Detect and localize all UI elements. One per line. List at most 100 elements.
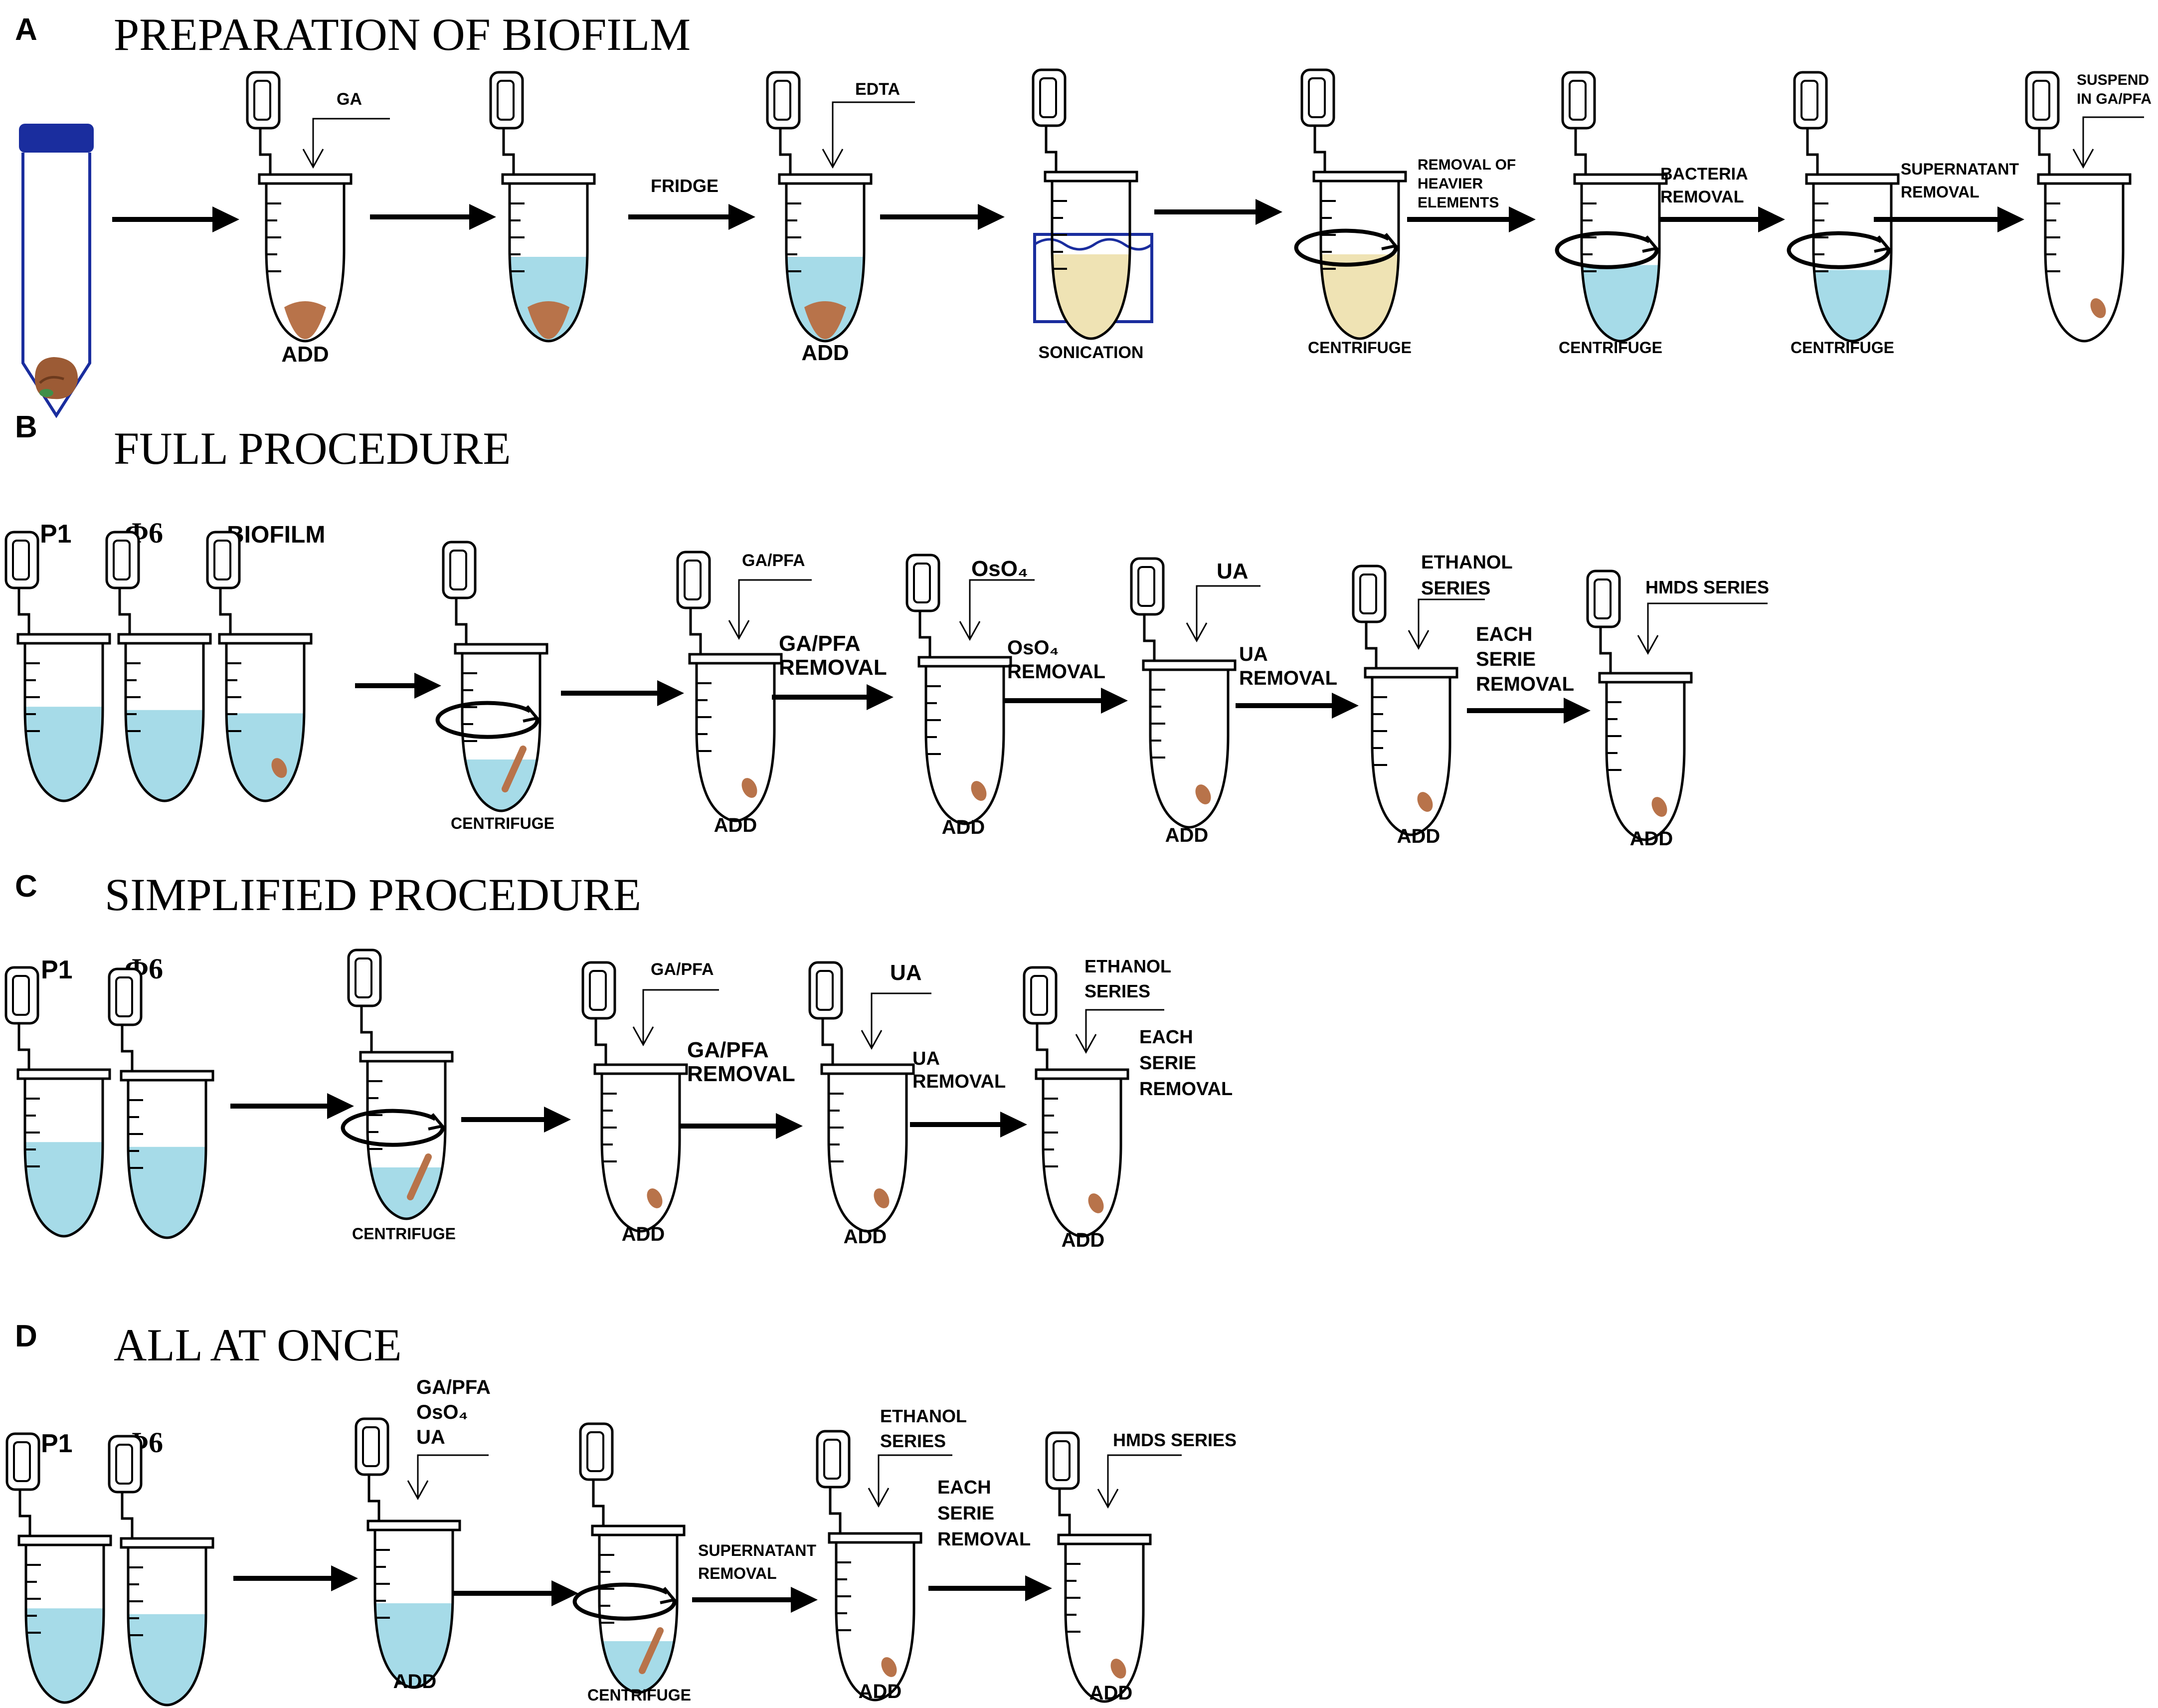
step-label-add: ADD — [1165, 824, 1209, 846]
step-label-bacteria-removal: REMOVAL — [1660, 188, 1744, 206]
process-arrow — [1154, 199, 1282, 225]
step-label-each-serie-removal: EACH — [1139, 1027, 1193, 1048]
reagent-pointer — [1408, 598, 1485, 650]
reagent-pointer — [822, 101, 915, 169]
panel-letter: C — [15, 869, 37, 904]
step-label-oso4-removal: OsO₄ — [1007, 637, 1059, 659]
step-label-add: ADD — [942, 816, 985, 838]
panel-letter: D — [15, 1319, 37, 1353]
step-label-add: ADD — [281, 342, 329, 367]
panel-title: SIMPLIFIED PROCEDURE — [105, 869, 641, 920]
step-label-ga-pfa-removal: GA/PFA — [779, 631, 861, 656]
pellet — [271, 758, 287, 778]
reagent-label-ethanol-series: SERIES — [1084, 981, 1150, 1001]
eppendorf-tube — [1352, 565, 1458, 836]
process-arrow — [1407, 206, 1536, 232]
panel-title: PREPARATION OF BIOFILM — [114, 9, 691, 60]
pellet — [284, 301, 326, 339]
step-label-centrifuge: CENTRIFUGE — [1559, 339, 1662, 357]
step-label-each-serie-removal: SERIE — [1139, 1053, 1196, 1074]
pellet — [647, 1188, 663, 1208]
step-label-removal-heavier: REMOVAL OF — [1418, 157, 1516, 173]
rotation-arrow-icon — [1294, 228, 1398, 267]
pellet — [639, 1627, 664, 1674]
step-label-ua-removal: UA — [912, 1048, 940, 1069]
step-label-removal-heavier: HEAVIER — [1418, 176, 1483, 192]
sample-label-biofilm: BIOFILM — [227, 522, 325, 548]
reagent-pointer — [1097, 1454, 1182, 1509]
sample-label-p1: P1 — [40, 520, 72, 549]
rotation-arrow-icon — [1555, 231, 1659, 269]
step-label-sonication: SONICATION — [1039, 343, 1144, 362]
eppendorf-tube — [5, 1432, 112, 1704]
process-arrow — [880, 204, 1005, 230]
pellet — [881, 1657, 897, 1677]
reagent-label-all-at-once: UA — [416, 1426, 445, 1448]
step-label-add: ADD — [1397, 825, 1440, 847]
process-arrow — [628, 204, 755, 230]
eppendorf-tube — [2025, 71, 2132, 343]
step-label-centrifuge: CENTRIFUGE — [352, 1225, 456, 1243]
reagent-label-ethanol-series: ETHANOL — [1421, 552, 1513, 573]
eppendorf-tube — [246, 71, 353, 343]
step-label-add: ADD — [1089, 1682, 1133, 1704]
process-arrow — [910, 1112, 1027, 1138]
reagent-pointer — [407, 1454, 489, 1501]
step-label-supernatant-removal: REMOVAL — [698, 1564, 777, 1582]
step-label-add: ADD — [714, 814, 757, 836]
eppendorf-tube — [1130, 557, 1237, 829]
step-label-add: ADD — [801, 341, 849, 365]
step-label-each-serie-removal: SERIE — [937, 1503, 994, 1524]
process-arrow — [928, 1575, 1052, 1601]
reagent-pointer — [959, 579, 1035, 641]
step-label-centrifuge: CENTRIFUGE — [587, 1686, 691, 1704]
eppendorf-tube — [1555, 71, 1668, 343]
reagent-label-ethanol-series: ETHANOL — [880, 1406, 967, 1426]
process-arrow — [692, 1587, 818, 1613]
step-label-supernatant-removal: REMOVAL — [1901, 183, 1979, 201]
eppendorf-tube — [355, 1417, 461, 1689]
reagent-label-ua: UA — [1217, 559, 1249, 583]
rotation-arrow-icon — [341, 1109, 445, 1147]
eppendorf-tube — [1023, 966, 1129, 1238]
reagent-pointer — [1186, 585, 1260, 643]
process-arrow — [772, 684, 894, 710]
step-label-supernatant-removal: SUPERNATANT — [1901, 160, 2019, 178]
reagent-label-ethanol-series: SERIES — [880, 1431, 946, 1451]
step-label-fridge: FRIDGE — [651, 176, 719, 196]
reagent-pointer — [1637, 602, 1768, 655]
panel-title: FULL PROCEDURE — [114, 423, 511, 474]
process-arrow — [461, 1107, 571, 1133]
eppendorf-tube — [766, 71, 873, 343]
reagent-label-ga-pfa: GA/PFA — [742, 551, 805, 570]
eppendorf-tube — [1586, 569, 1693, 841]
step-label-ua-removal: REMOVAL — [1239, 667, 1337, 689]
eppendorf-tube — [808, 961, 915, 1233]
eppendorf-tube — [108, 967, 214, 1239]
step-label-ga-pfa-removal: REMOVAL — [687, 1062, 795, 1086]
step-label-add: ADD — [844, 1226, 887, 1248]
reagent-label-hmds-series: HMDS SERIES — [1645, 577, 1769, 597]
eppendorf-tube — [435, 541, 548, 812]
eppendorf-tube — [489, 71, 596, 343]
process-arrow — [1236, 693, 1359, 719]
rotation-arrow-icon — [572, 1582, 677, 1621]
process-arrow — [370, 204, 496, 230]
pellet — [804, 301, 846, 339]
step-label-supernatant-removal: SUPERNATANT — [698, 1541, 816, 1559]
panel-letter: B — [15, 410, 37, 444]
pellet — [741, 778, 757, 798]
rotation-arrow-icon — [435, 701, 540, 739]
eppendorf-tube — [4, 966, 111, 1238]
step-label-each-serie-removal: SERIE — [1476, 648, 1536, 670]
eppendorf-tube — [676, 551, 783, 822]
step-label-add: ADD — [1630, 828, 1673, 850]
step-label-add: ADD — [859, 1681, 902, 1703]
step-label-oso4-removal: REMOVAL — [1007, 661, 1105, 683]
step-label-ua-removal: UA — [1239, 643, 1268, 665]
tube-cap — [19, 124, 94, 153]
reagent-label-ethanol-series: ETHANOL — [1084, 956, 1171, 976]
step-label-bacteria-removal: BACTERIA — [1660, 165, 1748, 184]
step-label-add: ADD — [393, 1671, 437, 1693]
pellet — [1110, 1659, 1126, 1679]
